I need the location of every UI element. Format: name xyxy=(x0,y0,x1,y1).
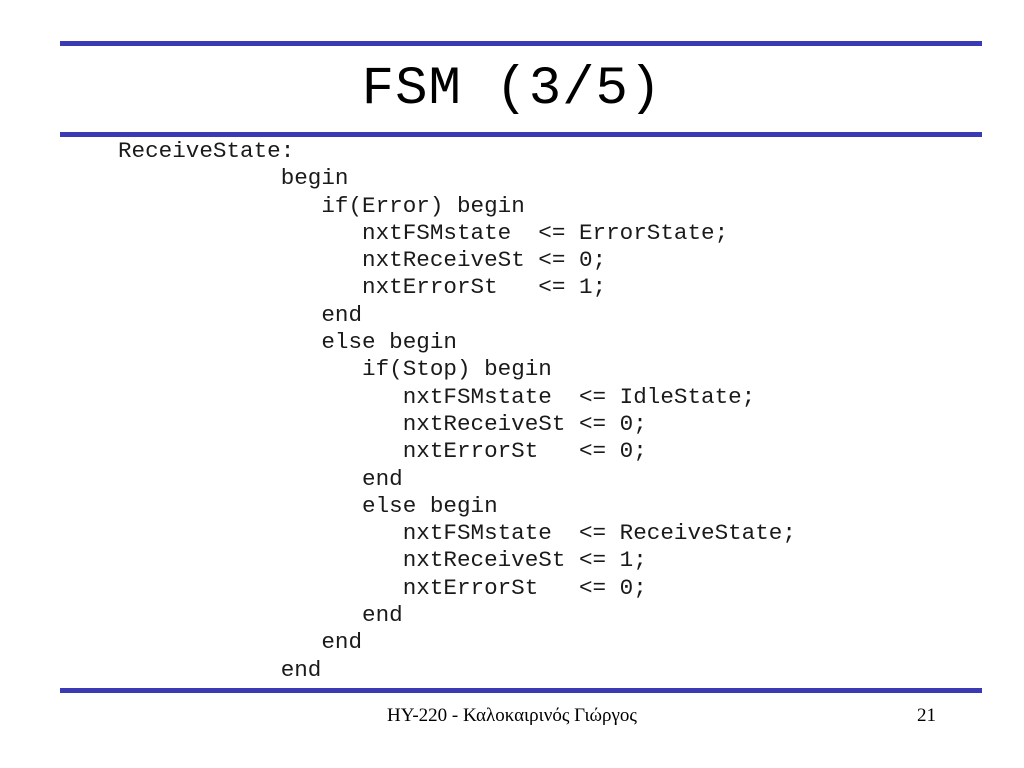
code-line: nxtErrorSt <= 1; xyxy=(362,274,607,301)
code-line: end xyxy=(321,301,363,328)
code-line: end xyxy=(280,656,322,683)
top-rule xyxy=(60,41,982,46)
code-line: begin xyxy=(280,165,349,192)
footer-course: HY-220 - Καλοκαιρινός Γιώργος xyxy=(387,705,637,726)
page-number: 21 xyxy=(917,705,936,726)
code-line: nxtErrorSt <= 0; xyxy=(402,438,647,465)
title-underline-rule xyxy=(60,132,982,137)
code-line: nxtReceiveSt <= 0; xyxy=(402,410,647,437)
code-line: ReceiveState: xyxy=(118,138,295,164)
code-line: nxtFSMstate <= IdleState; xyxy=(402,383,756,410)
footer-rule xyxy=(60,688,982,693)
code-line: nxtReceiveSt <= 1; xyxy=(402,547,647,574)
code-line: nxtFSMstate <= ErrorState; xyxy=(362,219,729,246)
code-line: if(Stop) begin xyxy=(362,356,552,383)
code-line: nxtReceiveSt <= 0; xyxy=(362,247,607,274)
code-line: end xyxy=(362,602,403,629)
code-line: end xyxy=(362,465,403,492)
code-line: nxtErrorSt <= 0; xyxy=(402,574,647,601)
code-line: end xyxy=(321,629,363,656)
code-line: if(Error) begin xyxy=(321,192,525,219)
code-line: nxtFSMstate <= ReceiveState; xyxy=(402,520,796,547)
code-line: else begin xyxy=(362,492,498,519)
code-line: else begin xyxy=(321,329,457,356)
slide-title: FSM (3/5) xyxy=(361,59,663,120)
